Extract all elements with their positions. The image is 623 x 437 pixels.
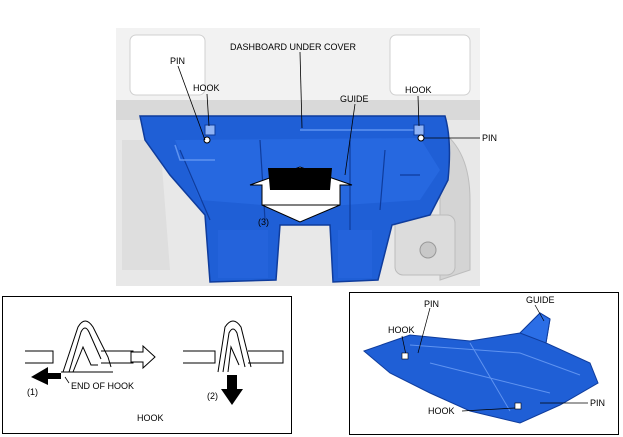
guide-label: GUIDE <box>340 94 369 104</box>
push-arrow-1-icon <box>31 367 61 385</box>
step-1-label: (1) <box>27 387 38 397</box>
part-hook-top-marker <box>401 352 409 360</box>
part-hook-top-label: HOOK <box>388 325 415 335</box>
hook-detail-panel: (1) (2) END OF HOOK HOOK <box>2 296 292 434</box>
hook-before-icon <box>25 320 134 373</box>
step-3-label: (3) <box>258 217 269 227</box>
hook-left-marker <box>204 124 216 136</box>
pull-arrow-2-icon <box>221 375 243 405</box>
part-guide-label: GUIDE <box>526 295 555 305</box>
hook-right-marker <box>413 124 425 136</box>
pin-right-marker <box>417 134 425 142</box>
transition-arrow-icon <box>130 344 156 370</box>
part-view-drawing <box>363 304 599 424</box>
part-view-panel: PIN GUIDE HOOK HOOK PIN <box>349 292 619 435</box>
title-label: DASHBOARD UNDER COVER <box>230 42 357 52</box>
pin-left-label: PIN <box>170 56 186 66</box>
hook-right-label: HOOK <box>405 85 432 95</box>
cover-isometric <box>363 312 599 424</box>
hook-detail-drawing <box>25 320 284 405</box>
part-pin-top-label: PIN <box>424 299 440 309</box>
part-pin-bottom-label: PIN <box>590 398 606 408</box>
hook-after-icon <box>183 320 284 373</box>
pull-arrow <box>249 166 353 223</box>
part-hook-bottom-label: HOOK <box>428 406 455 416</box>
pin-right-label: PIN <box>482 133 498 143</box>
part-leader-lines <box>401 304 588 412</box>
hook-caption: HOOK <box>137 413 164 423</box>
pin-left-marker <box>203 136 211 144</box>
leader-lines <box>177 51 480 176</box>
part-hook-bottom-marker <box>514 402 522 410</box>
end-of-hook-label: END OF HOOK <box>71 381 135 391</box>
hook-left-label: HOOK <box>193 83 220 93</box>
step-2-label: (2) <box>207 391 218 401</box>
